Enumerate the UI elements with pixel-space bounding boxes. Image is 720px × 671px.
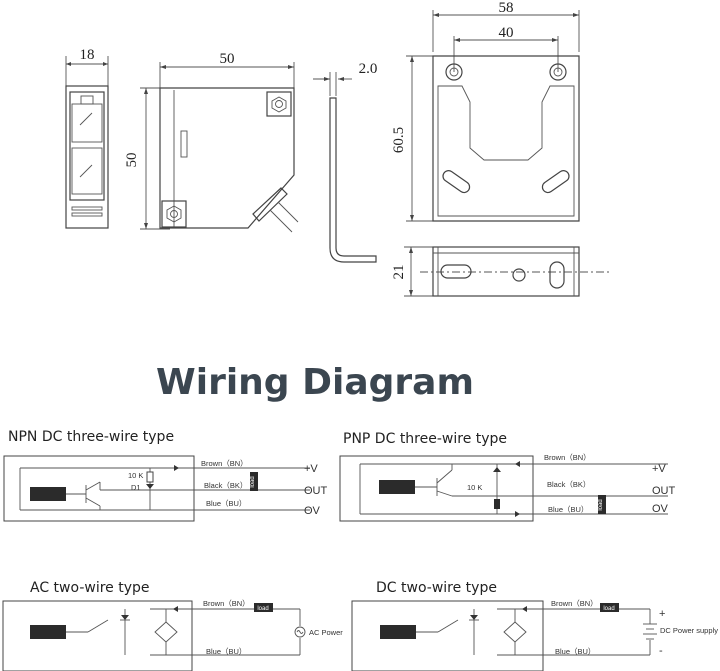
dc-load-label: load [603,606,614,612]
ac-diagram: AC two-wire type Brown（BN） Blue（BU） load… [2,580,343,671]
dim-side-width: 50 [220,51,235,67]
npn-brown-label: Brown（BN） [201,459,248,468]
pnp-diagram: PNP DC three-wire type 10 K Brown（BN） Bl… [339,431,676,522]
ac-power-label: AC Power [309,628,343,637]
dc-plus: + [659,608,665,620]
pnp-brown-label: Brown（BN） [544,453,591,462]
npn-blue-label: Blue（BU） [206,499,246,508]
npn-resistor-label: 10 K [128,471,143,480]
dim-hole-spacing: 40 [499,25,514,41]
pnp-ov: OV [652,503,669,515]
dc-power-label: DC Power supply [660,626,718,635]
dc-heading: DC two-wire type [376,580,497,596]
dim-bracket-height: 60.5 [391,127,407,153]
pnp-vplus: +V [652,463,666,475]
ac-heading: AC two-wire type [30,580,150,596]
ac-brown-label: Brown（BN） [203,599,250,608]
dc-minus: - [659,645,663,657]
ac-load-label: load [257,606,268,612]
npn-out: OUT [304,485,328,497]
npn-ov: OV [304,505,321,517]
dim-bracket-depth: 21 [391,265,407,280]
side-view: 50 50 [124,51,299,233]
front-view: 18 [65,47,109,229]
pnp-out: OUT [652,485,676,497]
npn-vplus: +V [304,463,318,475]
pnp-load-label: load [598,499,604,510]
npn-black-label: Black（BK） [204,481,247,490]
dim-side-height: 50 [124,153,140,168]
npn-load-label: load [250,476,256,487]
pnp-black-label: Black（BK） [547,480,590,489]
npn-diode-label: D1 [131,483,141,492]
pnp-resistor-label: 10 K [467,483,482,492]
dc-brown-label: Brown（BN） [551,599,598,608]
dc-diagram: DC two-wire type Brown（BN） Blue（BU） load… [351,580,718,671]
dim-front-width: 18 [80,47,95,63]
pnp-heading: PNP DC three-wire type [343,431,507,447]
npn-diagram: NPN DC three-wire type 10 K D1 Brown（BN）… [3,429,328,522]
dim-bracket-width: 58 [499,0,514,16]
page-title: Wiring Diagram [156,362,474,403]
bracket-front-view: 58 40 60.5 [391,0,580,222]
dc-blue-label: Blue（BU） [555,647,595,656]
bracket-bottom-view: 21 [391,246,610,297]
pnp-blue-label: Blue（BU） [548,505,588,514]
ac-blue-label: Blue（BU） [206,647,246,656]
bracket-thickness-view: 2.0 [313,61,378,263]
npn-heading: NPN DC three-wire type [8,429,174,445]
dim-bracket-thickness: 2.0 [359,61,378,77]
